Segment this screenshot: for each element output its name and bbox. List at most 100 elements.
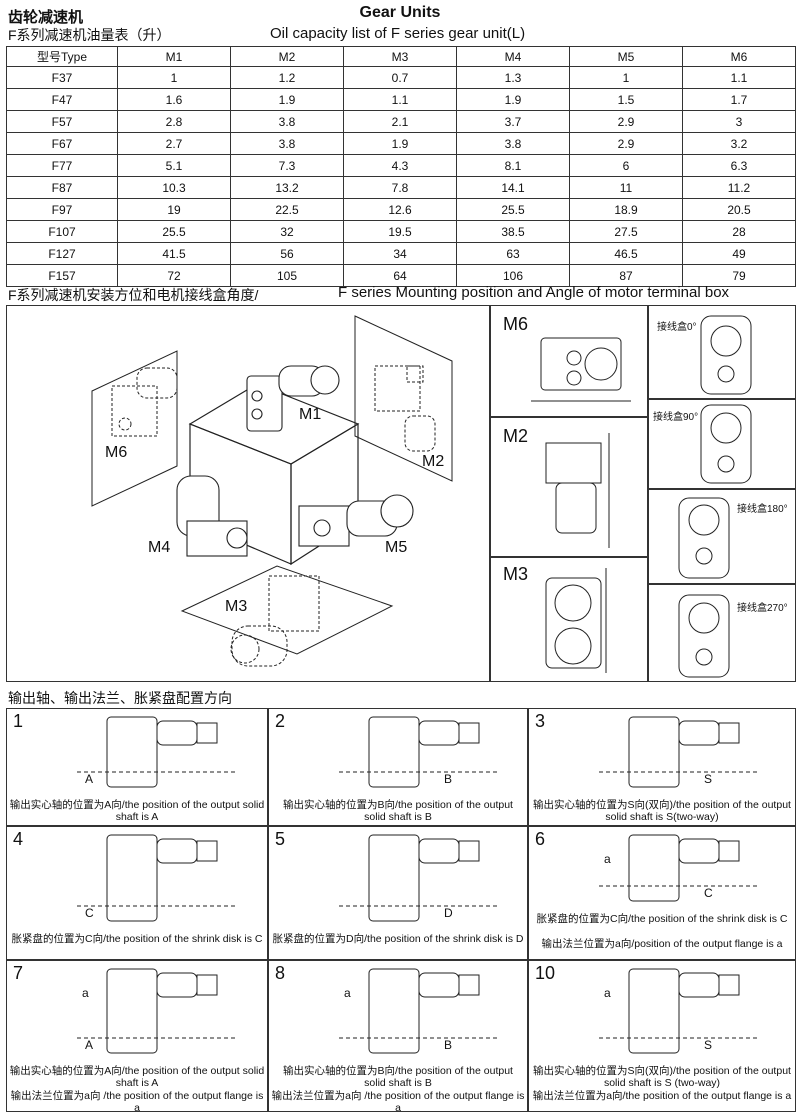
- capacity-cell: 3.8: [230, 110, 344, 133]
- terminal-0-drawing: [700, 315, 752, 395]
- config-caption-flange: 输出法兰位置为a向 /the position of the output fl…: [271, 1090, 525, 1114]
- col-header: M4: [456, 46, 570, 67]
- terminal-270-drawing: [678, 594, 730, 678]
- cube-label-m5: M5: [385, 539, 408, 556]
- config-caption: 输出实心轴的位置为S向(双向)/the position of the outp…: [533, 1065, 791, 1089]
- model-cell: F87: [6, 176, 118, 199]
- config-number: 7: [13, 963, 24, 983]
- terminal-90-drawing: [700, 404, 752, 484]
- capacity-cell: 2.7: [117, 132, 231, 155]
- capacity-cell: 11: [569, 176, 683, 199]
- gear-unit-drawing: [599, 968, 759, 1054]
- model-cell: F47: [6, 88, 118, 111]
- capacity-cell: 49: [682, 242, 796, 265]
- gear-unit-drawing: [599, 716, 759, 788]
- config-caption-flange: 输出法兰位置为a向 /the position of the output fl…: [10, 1090, 264, 1114]
- config-number: 5: [275, 829, 286, 849]
- capacity-cell: 38.5: [456, 220, 570, 243]
- capacity-cell: 1.9: [343, 132, 457, 155]
- config-number: 2: [275, 711, 286, 731]
- table-header-row: 型号Type M1 M2 M3 M4 M5 M6: [6, 46, 796, 67]
- capacity-cell: 13.2: [230, 176, 344, 199]
- side-view-m3: M3: [490, 557, 648, 682]
- capacity-cell: 28: [682, 220, 796, 243]
- capacity-cell: 1.1: [343, 88, 457, 111]
- capacity-cell: 1: [117, 66, 231, 89]
- direction-letter: B: [444, 772, 453, 786]
- col-header: M3: [343, 46, 457, 67]
- capacity-cell: 87: [569, 264, 683, 287]
- capacity-cell: 1.5: [569, 88, 683, 111]
- config-caption-flange: 输出法兰位置为a向/the position of the output fla…: [532, 1090, 792, 1102]
- gear-unit-drawing: [339, 716, 499, 788]
- mounting-title-cn: F系列减速机安装方位和电机接线盒角度/: [8, 287, 259, 303]
- direction-letter: C: [85, 906, 94, 920]
- capacity-cell: 3.8: [456, 132, 570, 155]
- header-title-en: Gear Units: [359, 4, 441, 21]
- capacity-cell: 6.3: [682, 154, 796, 177]
- config-caption: 胀紧盘的位置为D向/the position of the shrink dis…: [272, 933, 524, 945]
- config-caption: 输出实心轴的位置为B向/the position of the output s…: [283, 799, 513, 823]
- mounting-cube-diagram: M1 M2 M3 M4 M5 M6: [6, 305, 490, 682]
- gear-unit-drawing: [599, 834, 759, 902]
- model-cell: F37: [6, 66, 118, 89]
- model-cell: F67: [6, 132, 118, 155]
- capacity-cell: 46.5: [569, 242, 683, 265]
- config-caption: 输出实心轴的位置为B向/the position of the output s…: [283, 1065, 513, 1089]
- terminal-box-0: 接线盒0°: [648, 305, 796, 399]
- col-header: M1: [117, 46, 231, 67]
- side-label-m2: M2: [503, 426, 529, 446]
- capacity-cell: 72: [117, 264, 231, 287]
- col-header: M6: [682, 46, 796, 67]
- m6-drawing: [531, 337, 631, 402]
- model-cell: F77: [6, 154, 118, 177]
- capacity-cell: 2.9: [569, 110, 683, 133]
- capacity-cell: 56: [230, 242, 344, 265]
- direction-letter: C: [704, 886, 713, 900]
- capacity-cell: 12.6: [343, 198, 457, 221]
- gear-unit-drawing: [339, 834, 499, 922]
- oil-table-title-en: Oil capacity list of F series gear unit(…: [270, 25, 526, 42]
- terminal-box-270: 接线盒270°: [648, 584, 796, 682]
- terminal-label-0: 接线盒0°: [657, 322, 697, 333]
- terminal-box-90: 接线盒90°: [648, 399, 796, 489]
- cube-label-m1: M1: [299, 406, 322, 423]
- cube-label-m2: M2: [422, 453, 445, 470]
- direction-letter: a: [82, 986, 89, 1000]
- config-caption: 输出实心轴的位置为A向/the position of the output s…: [9, 1065, 265, 1089]
- terminal-box-180: 接线盒180°: [648, 489, 796, 584]
- model-cell: F107: [6, 220, 118, 243]
- capacity-cell: 2.9: [569, 132, 683, 155]
- m2-drawing: [545, 433, 610, 548]
- direction-letter: S: [704, 772, 713, 786]
- direction-letter: A: [85, 772, 94, 786]
- cube-illustration: [91, 315, 453, 667]
- capacity-cell: 3.8: [230, 132, 344, 155]
- m3-drawing: [545, 568, 607, 673]
- config-number: 8: [275, 963, 286, 983]
- terminal-label-180: 接线盒180°: [737, 504, 788, 515]
- direction-letter: a: [604, 852, 611, 866]
- capacity-cell: 1.2: [230, 66, 344, 89]
- capacity-cell: 11.2: [682, 176, 796, 199]
- mounting-title-en: F series Mounting position and Angle of …: [338, 284, 730, 301]
- side-view-m6: M6: [490, 305, 648, 417]
- capacity-cell: 41.5: [117, 242, 231, 265]
- config-caption: 胀紧盘的位置为C向/the position of the shrink dis…: [536, 913, 788, 925]
- capacity-cell: 105: [230, 264, 344, 287]
- side-view-m2: M2: [490, 417, 648, 557]
